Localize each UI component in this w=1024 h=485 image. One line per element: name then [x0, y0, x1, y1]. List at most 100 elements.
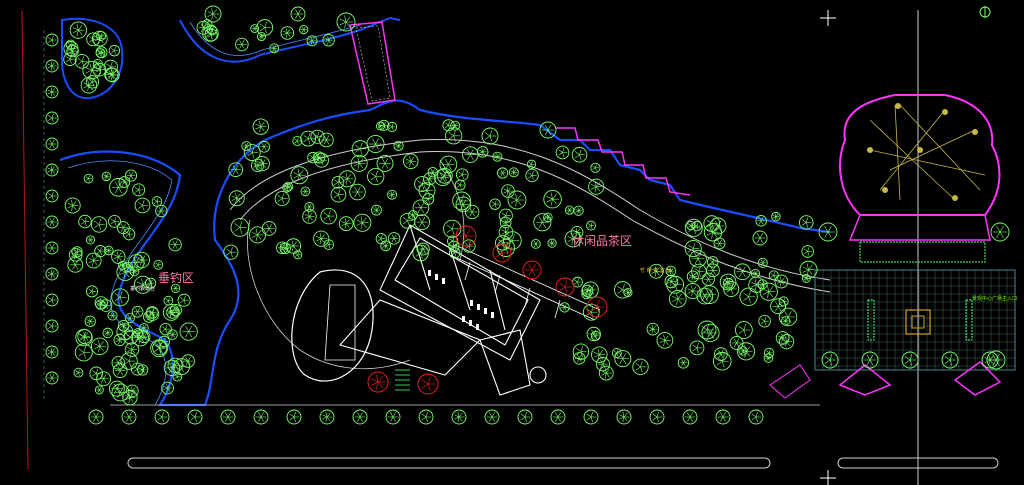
tree-symbol [116, 323, 134, 341]
tree-symbol [484, 409, 500, 425]
tree-symbol [73, 367, 84, 378]
tree-symbol [417, 373, 439, 395]
tree-symbol [451, 409, 467, 425]
tree-symbol [701, 272, 715, 286]
tree-symbol [697, 320, 717, 340]
tree-symbol [771, 211, 781, 222]
tree-symbol [102, 327, 113, 339]
tree-symbol [94, 385, 104, 395]
tree-symbol [293, 250, 303, 260]
tree-symbol [320, 207, 337, 225]
tree-symbol [338, 216, 354, 231]
tree-symbol [88, 409, 104, 425]
tree-symbol [476, 146, 489, 158]
tree-symbol [755, 215, 767, 227]
tree-symbol [990, 222, 1010, 242]
tree-symbol [738, 346, 748, 356]
tree-symbol [78, 214, 92, 229]
tree-symbol [45, 111, 59, 125]
tree-symbol [555, 277, 575, 297]
tree-symbol [801, 273, 811, 283]
tree-symbol [682, 409, 698, 425]
tree-symbol [256, 19, 274, 36]
pond-outline-inner [67, 160, 173, 406]
tree-symbol [586, 220, 596, 231]
tea-zone-label: 休闲品茶区 [572, 233, 632, 248]
tree-symbol [986, 350, 1006, 370]
tree-symbol [336, 12, 356, 32]
tree-symbol [45, 137, 59, 151]
tree-symbol [748, 276, 765, 293]
tree-symbol [646, 322, 660, 336]
tree-symbol [74, 343, 93, 362]
tree-symbol [454, 179, 466, 191]
tree-symbol [181, 354, 195, 368]
tree-symbol [572, 343, 590, 360]
tree-symbol [781, 316, 791, 326]
tree-symbol [416, 242, 430, 256]
tree-symbol [101, 171, 112, 182]
tree-symbol [124, 169, 138, 182]
tree-symbol [586, 296, 608, 318]
tree-symbol [313, 230, 330, 247]
tree-symbol [95, 46, 108, 59]
tree-symbol [547, 238, 557, 248]
plaza-sign-label: 景观中心广场主入口 [972, 295, 1017, 302]
tree-symbol [283, 181, 294, 192]
tree-symbol [133, 251, 150, 269]
tree-symbol [107, 310, 118, 321]
fishing-zone-label: 垂钓区 [158, 271, 194, 285]
tree-symbol [112, 363, 128, 379]
tree-symbol [351, 140, 369, 158]
tree-symbol [202, 25, 219, 42]
tea-path-label: 竹 林 茶 室 休 [640, 267, 671, 274]
tree-symbol [276, 241, 289, 255]
tree-symbol [121, 409, 137, 425]
tree-symbol [84, 315, 96, 327]
tree-symbol [700, 285, 719, 304]
tree-symbol [68, 248, 83, 262]
tree-symbol [45, 293, 59, 307]
tree-symbol [65, 39, 76, 50]
tree-symbol [665, 265, 677, 277]
lake-outline [179, 16, 401, 63]
tree-symbol [543, 189, 562, 209]
tree-symbol [452, 191, 472, 211]
entry-ramp [769, 364, 811, 399]
tree-symbol [590, 162, 601, 173]
tree-symbol [714, 347, 728, 361]
tree-symbol [64, 197, 81, 214]
tree-symbol [134, 197, 151, 214]
tree-symbol [154, 409, 170, 425]
tree-symbol [83, 173, 94, 184]
tree-symbol [172, 371, 183, 382]
tree-symbol [497, 167, 509, 179]
tent-canopy [839, 94, 1001, 241]
tree-symbol [94, 245, 107, 258]
tree-symbol [455, 168, 469, 181]
tree-symbol [525, 168, 539, 183]
tree-symbol [664, 274, 679, 289]
tree-symbol [45, 215, 59, 229]
tree-symbol [108, 380, 125, 397]
tree-symbol [668, 290, 687, 308]
tree-symbol [616, 409, 632, 425]
tree-symbol [448, 240, 460, 252]
entry-steps [395, 369, 410, 391]
tree-symbol [285, 238, 302, 254]
tree-symbol [522, 260, 542, 280]
tree-symbol [572, 276, 583, 288]
tree-symbol [436, 167, 453, 184]
tree-symbol [684, 240, 702, 258]
tree-symbol [399, 212, 416, 229]
tree-symbol [77, 329, 93, 344]
tree-symbol [292, 136, 303, 147]
tree-symbol [45, 85, 59, 99]
tree-symbol [204, 5, 222, 23]
tree-symbol [757, 257, 768, 268]
tree-symbol [748, 409, 764, 425]
tree-symbol [517, 409, 533, 425]
tree-symbol [706, 256, 719, 268]
hedge-band [859, 241, 986, 263]
tree-symbol [319, 132, 334, 148]
